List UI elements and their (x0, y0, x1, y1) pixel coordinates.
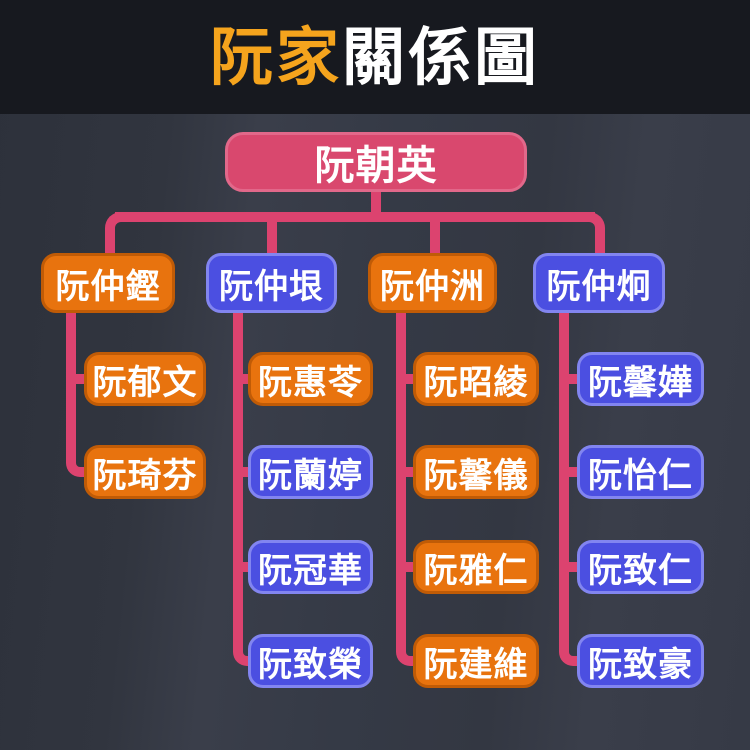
person-node-branch2-child3: 阮冠華 (248, 540, 373, 594)
person-node-branch4-child1: 阮馨嬅 (577, 352, 704, 406)
connector-branch1-stub1 (66, 374, 92, 384)
person-name: 阮致豪 (588, 644, 693, 685)
person-node-branch2-child1: 阮惠苓 (248, 352, 373, 406)
connector-branch4-elbow (559, 630, 586, 666)
connector-branch3-elbow (396, 630, 422, 666)
connector-branch3-stub3 (396, 562, 422, 572)
person-node-branch4-child4: 阮致豪 (577, 634, 704, 688)
connector-branch3-stub1 (396, 374, 422, 384)
person-name: 阮冠華 (258, 550, 363, 591)
person-node-branch3-child4: 阮建維 (413, 634, 539, 688)
person-node-root: 阮朝英 (225, 132, 527, 192)
person-node-branch4-child2: 阮怡仁 (577, 445, 704, 499)
person-name: 阮蘭婷 (258, 455, 363, 496)
person-node-branch1-parent: 阮仲鏗 (41, 253, 175, 313)
person-node-branch4-parent: 阮仲炯 (533, 253, 665, 313)
person-node-branch2-child2: 阮蘭婷 (248, 445, 373, 499)
person-name: 阮雅仁 (423, 550, 529, 591)
connector-branch2-stub3 (233, 562, 257, 572)
connector-branch4-stub1 (559, 374, 586, 384)
person-node-branch4-child3: 阮致仁 (577, 540, 704, 594)
person-node-branch3-child1: 阮昭綾 (413, 352, 539, 406)
person-name: 阮致榮 (258, 644, 363, 685)
person-name: 阮馨儀 (423, 455, 529, 496)
connector-corner-left (105, 212, 135, 255)
connector-branch4-stub2 (559, 467, 586, 477)
person-name: 阮朝英 (314, 143, 438, 189)
person-node-branch3-parent: 阮仲洲 (368, 253, 497, 313)
person-name: 阮怡仁 (588, 455, 693, 496)
person-name: 阮致仁 (588, 550, 693, 591)
connector-branch4-stub3 (559, 562, 586, 572)
person-name: 阮琦芬 (92, 455, 198, 496)
connector-branch2-stub1 (233, 374, 257, 384)
connector-branch2-stub2 (233, 467, 257, 477)
person-name: 阮仲鏗 (55, 266, 161, 307)
connector-bus (115, 212, 595, 222)
person-name: 阮建維 (423, 644, 529, 685)
connector-branch3-stub2 (396, 467, 422, 477)
person-name: 阮仲炯 (546, 266, 652, 307)
connector-root-stub (371, 188, 381, 218)
connector-branch2-elbow (233, 630, 259, 666)
person-name: 阮惠苓 (258, 362, 363, 403)
page-title: 阮家關係圖 (210, 26, 540, 89)
person-name: 阮馨嬅 (588, 362, 693, 403)
person-name: 阮仲垠 (219, 266, 324, 307)
person-name: 阮仲洲 (380, 266, 485, 307)
person-name: 阮郁文 (92, 362, 198, 403)
title-bar: 阮家關係圖 (0, 0, 750, 114)
connector-drop-branch2 (267, 217, 277, 255)
person-node-branch1-child2: 阮琦芬 (84, 445, 206, 499)
title-suffix: 關係圖 (342, 20, 540, 94)
person-node-branch1-child1: 阮郁文 (84, 352, 206, 406)
person-node-branch2-child4: 阮致榮 (248, 634, 373, 688)
connector-drop-branch3 (430, 217, 440, 255)
connector-branch1-elbow (66, 440, 92, 477)
title-family-name: 阮家 (210, 20, 342, 94)
person-node-branch2-parent: 阮仲垠 (206, 253, 337, 313)
connector-corner-right (575, 212, 605, 255)
person-node-branch3-child2: 阮馨儀 (413, 445, 539, 499)
person-name: 阮昭綾 (423, 362, 529, 403)
person-node-branch3-child3: 阮雅仁 (413, 540, 539, 594)
